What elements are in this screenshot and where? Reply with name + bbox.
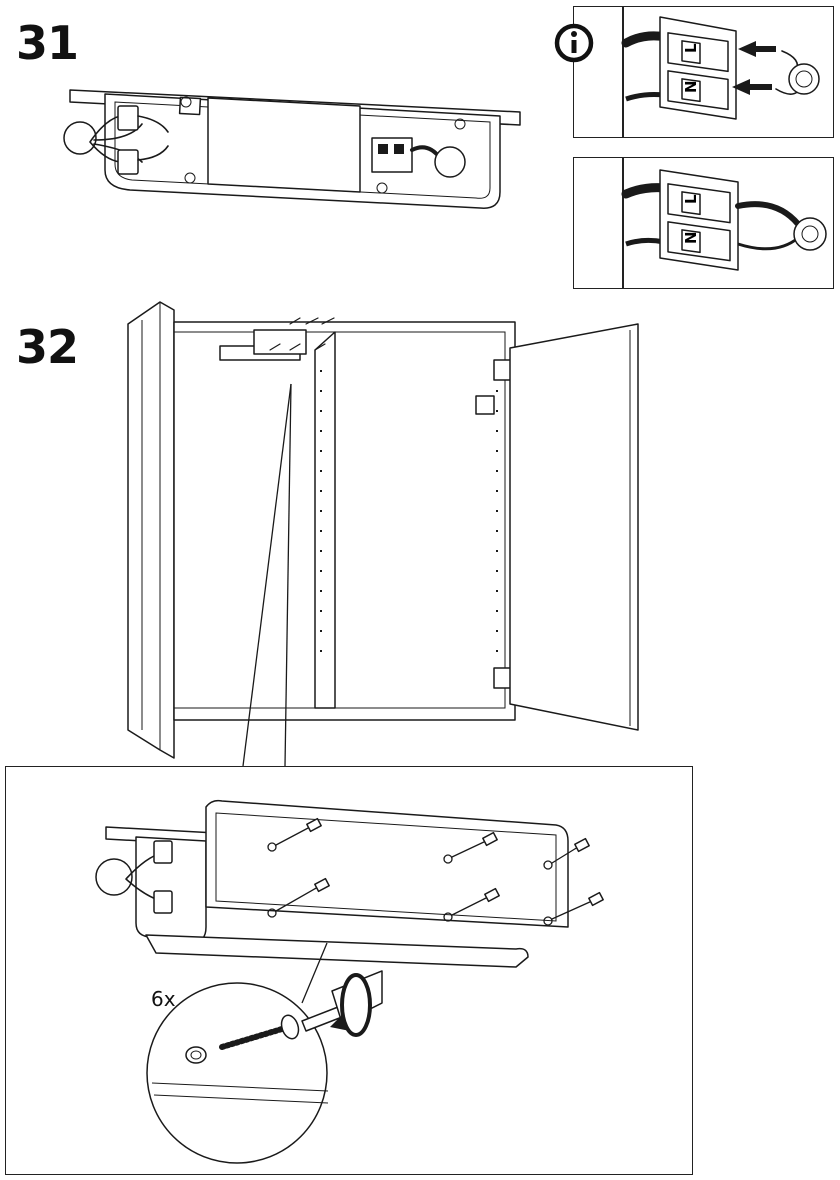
- junction-box-screws-illustration: [96, 797, 616, 977]
- rotate-clockwise-icon: [316, 967, 386, 1047]
- detail-panel: [5, 766, 693, 1175]
- quantity-label: 6x: [151, 987, 176, 1011]
